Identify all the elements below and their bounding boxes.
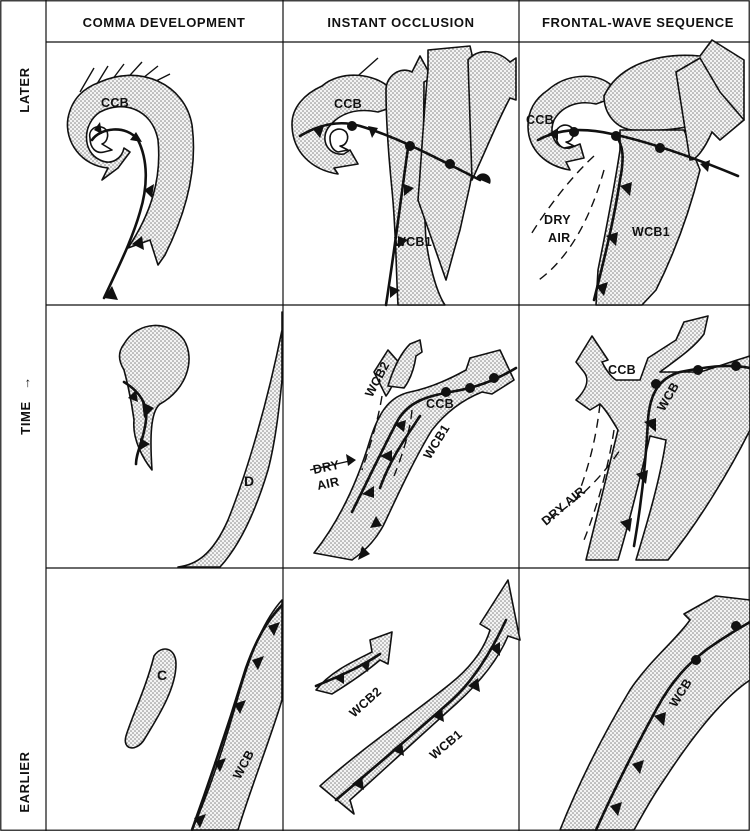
panel-frontal-later: CCB DRY AIR WCB1	[526, 40, 744, 305]
label-ccb-frontal-later: CCB	[526, 113, 554, 127]
panel-occlusion-earlier: WCB2 WCB1	[316, 580, 520, 814]
row-label-later: LATER	[17, 67, 32, 112]
panel-frontal-middle: CCB WCB DRY AIR	[539, 316, 750, 560]
panel-occlusion-later: CCB WCB1	[292, 46, 516, 305]
label-ccb-occl-middle: CCB	[426, 397, 454, 411]
label-wcb1-occl-later: WCB1	[394, 235, 432, 249]
label-air-occl: AIR	[316, 475, 341, 493]
panel-frontal-earlier: WCB	[560, 596, 750, 830]
time-arrow-icon: →	[18, 376, 33, 390]
panel-comma-middle: D	[120, 312, 283, 567]
label-wcb1-frontal-later: WCB1	[632, 225, 670, 239]
label-dry-air-frontal: DRY AIR	[539, 484, 588, 528]
row-label-earlier: EARLIER	[17, 751, 32, 812]
label-wcb2-occl-earlier: WCB2	[347, 684, 385, 720]
row-label-time: TIME	[18, 401, 33, 434]
column-header-occlusion: INSTANT OCCLUSION	[327, 15, 474, 30]
panel-comma-later: CCB	[67, 62, 193, 300]
column-header-comma: COMMA DEVELOPMENT	[83, 15, 246, 30]
label-d: D	[244, 473, 254, 489]
label-c: C	[157, 667, 167, 683]
label-ccb: CCB	[101, 96, 129, 110]
label-wcb1-occl-earlier: WCB1	[427, 727, 465, 762]
panel-occlusion-middle: DRY AIR WCB2 CCB WCB1	[310, 340, 516, 560]
label-ccb-occl-later: CCB	[334, 97, 362, 111]
column-header-frontal-wave: FRONTAL-WAVE SEQUENCE	[542, 15, 734, 30]
label-ccb-frontal-middle: CCB	[608, 363, 636, 377]
panel-comma-earlier: C WCB	[125, 600, 282, 830]
label-air-frontal-later: AIR	[548, 231, 570, 245]
label-dry-frontal-later: DRY	[544, 213, 571, 227]
